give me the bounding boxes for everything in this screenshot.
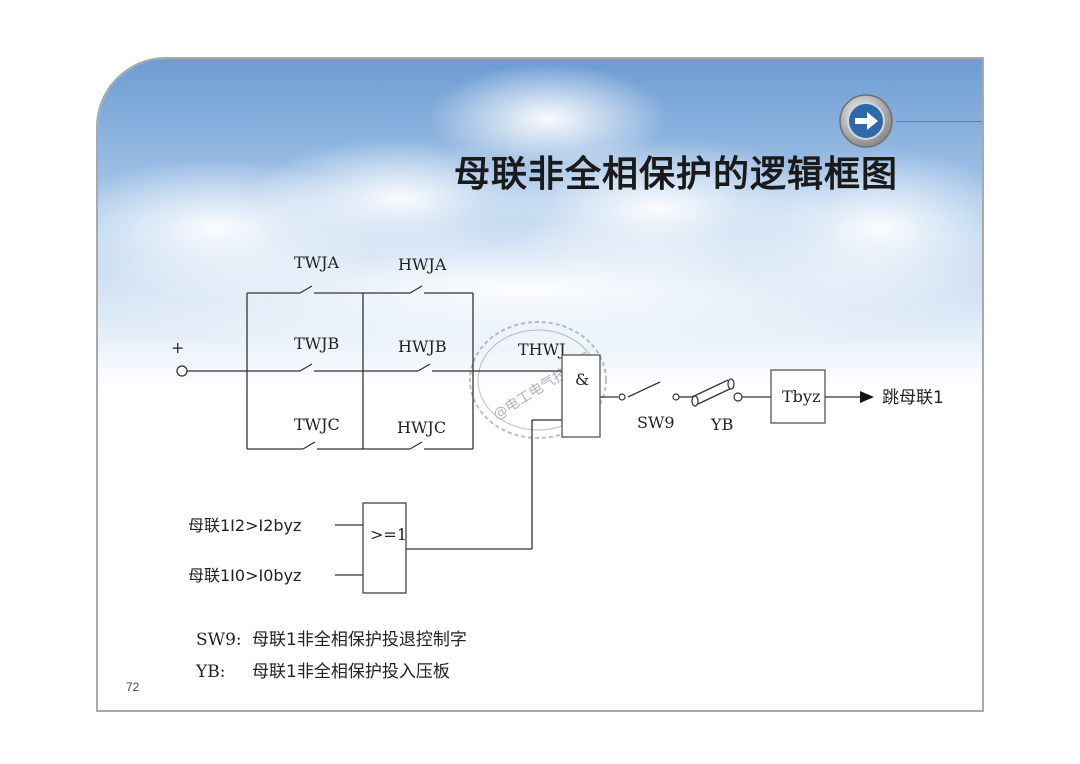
legend-row-sw9: SW9: 母联1非全相保护投退控制字 xyxy=(196,624,467,656)
contact-twja-label: TWJA xyxy=(294,253,340,272)
and-gate xyxy=(561,354,601,438)
contact-grid xyxy=(246,285,474,450)
yb-pressure-plate xyxy=(691,378,735,407)
sw9-label: SW9 xyxy=(637,413,675,432)
arrow-right-circle-icon[interactable] xyxy=(838,93,894,149)
timer-box xyxy=(770,369,826,424)
output-label: 跳母联1 xyxy=(882,388,944,408)
legend: SW9: 母联1非全相保护投退控制字 YB: 母联1非全相保护投入压板 xyxy=(196,624,467,688)
contact-hwja-label: HWJA xyxy=(398,255,447,274)
or-input-1-label: 母联1I2>I2byz xyxy=(188,516,301,535)
legend-value: 母联1非全相保护投入压板 xyxy=(252,662,450,682)
plus-terminal xyxy=(176,365,188,377)
legend-row-yb: YB: 母联1非全相保护投入压板 xyxy=(196,656,467,688)
page-number: 72 xyxy=(126,680,140,694)
contact-hwjb-label: HWJB xyxy=(398,337,447,356)
timer-label: Tbyz xyxy=(782,387,820,406)
legend-key: SW9: xyxy=(196,630,242,650)
slide-frame: 母联非全相保护的逻辑框图 xyxy=(96,57,984,712)
slide-title: 母联非全相保护的逻辑框图 xyxy=(454,154,899,195)
output-arrow-icon xyxy=(860,391,874,403)
or-gate-label: >=1 xyxy=(370,525,407,544)
sky-background xyxy=(98,59,982,389)
legend-key: YB: xyxy=(196,662,226,682)
contact-twjb-label: TWJB xyxy=(294,334,339,353)
and-gate-label: & xyxy=(575,370,589,389)
thwj-label: THWJ xyxy=(518,340,565,359)
legend-value: 母联1非全相保护投退控制字 xyxy=(252,630,467,650)
or-input-2-label: 母联1I0>I0byz xyxy=(188,566,301,585)
contact-twjc-label: TWJC xyxy=(294,415,340,434)
or-gate xyxy=(362,502,407,594)
title-accent-line xyxy=(896,121,982,122)
plus-label: + xyxy=(171,338,184,357)
yb-label: YB xyxy=(710,415,733,434)
contact-hwjc-label: HWJC xyxy=(397,418,446,437)
sw9-switch xyxy=(627,381,661,398)
